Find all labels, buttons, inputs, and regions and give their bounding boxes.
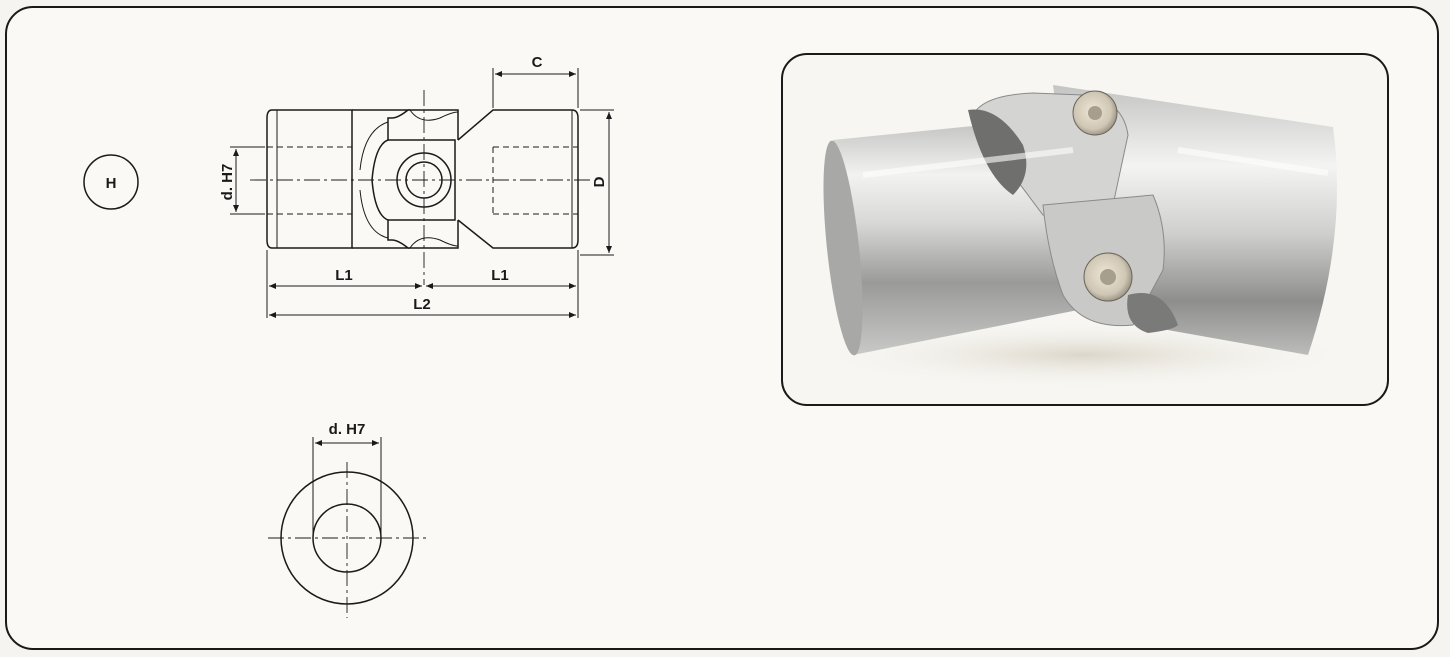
end-view <box>268 437 428 618</box>
side-view-dimensions <box>230 68 614 318</box>
dim-d-label: D <box>591 176 608 187</box>
dim-l1-left-label: L1 <box>335 267 353 284</box>
side-view <box>250 90 590 285</box>
screw-bottom-icon <box>1083 252 1133 302</box>
dim-bore-label: d. H7 <box>219 164 236 201</box>
type-badge-label: H <box>106 175 117 192</box>
dim-c-label: C <box>532 54 543 71</box>
type-badge: H <box>83 154 139 210</box>
product-photo-frame <box>781 53 1389 406</box>
screw-top-icon <box>1072 90 1118 136</box>
dim-l2-label: L2 <box>413 296 431 313</box>
technical-drawing: H <box>83 54 614 618</box>
end-view-bore-label: d. H7 <box>329 421 366 438</box>
universal-joint-photo <box>803 85 1363 390</box>
dim-l1-right-label: L1 <box>491 267 509 284</box>
